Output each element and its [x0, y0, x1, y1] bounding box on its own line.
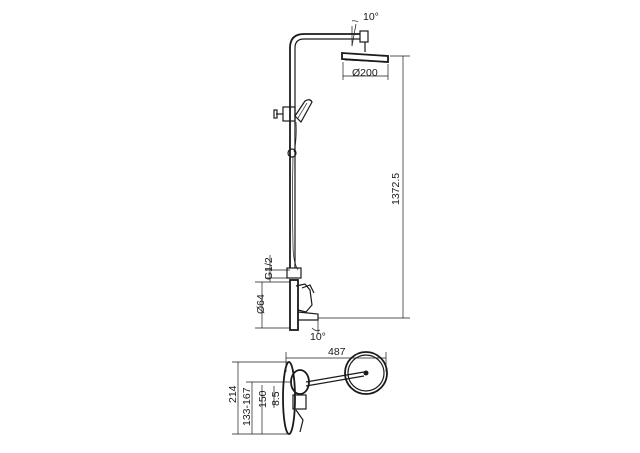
inlet-distance-label: 133-167: [241, 387, 253, 426]
pipe-connector-ball: [287, 148, 297, 158]
riser-top-bend-inner: [294, 38, 360, 49]
mixer-lever: [301, 284, 315, 294]
front-elevation-view: 10° Ø200 1372.5 10°: [255, 11, 410, 343]
top-plan-view: 487 214 133-167 150 8.5: [227, 346, 388, 435]
mixer-escutcheon: [289, 279, 299, 331]
head-plan-inner: [347, 354, 385, 392]
mixer-body: [295, 283, 313, 313]
depth-total-label: 214: [227, 385, 239, 403]
overhead-shower-head: [341, 52, 389, 63]
arm-plan-top: [305, 371, 365, 383]
head-tilt-label: 10°: [363, 11, 379, 23]
hand-shower: [294, 99, 313, 123]
escutcheon-diameter-label: Ø64: [255, 294, 267, 314]
head-diameter-label: Ø200: [352, 67, 378, 79]
arm-plan-bottom: [305, 375, 365, 387]
head-plan-center: [363, 370, 369, 376]
tilt-arc-top: [351, 20, 359, 23]
tilt-angle-line-top: [351, 23, 357, 47]
head-plan-outer: [344, 351, 388, 395]
arm-reach-label: 487: [328, 346, 346, 358]
inlet-thread-label: G1/2: [263, 257, 275, 280]
mixer-top-connector: [286, 267, 302, 279]
bath-spout: [297, 311, 319, 321]
depth-8-5-label: 8.5: [270, 391, 282, 406]
head-connector: [359, 30, 369, 43]
holder-knob: [273, 109, 278, 119]
spout-tilt-arc: [311, 327, 321, 332]
hand-shower-detail: [297, 102, 308, 119]
hand-shower-holder: [282, 106, 296, 122]
mixer-plan: [292, 394, 307, 410]
hand-hose-top: [293, 121, 297, 153]
spout-tilt-label: 10°: [310, 331, 326, 343]
lever-plan: [295, 409, 304, 433]
riser-top-bend: [289, 33, 360, 49]
shower-head-face: [344, 59, 386, 63]
total-height-label: 1372.5: [390, 173, 402, 205]
shower-hose: [292, 156, 299, 271]
depth-150-label: 150: [257, 390, 269, 408]
